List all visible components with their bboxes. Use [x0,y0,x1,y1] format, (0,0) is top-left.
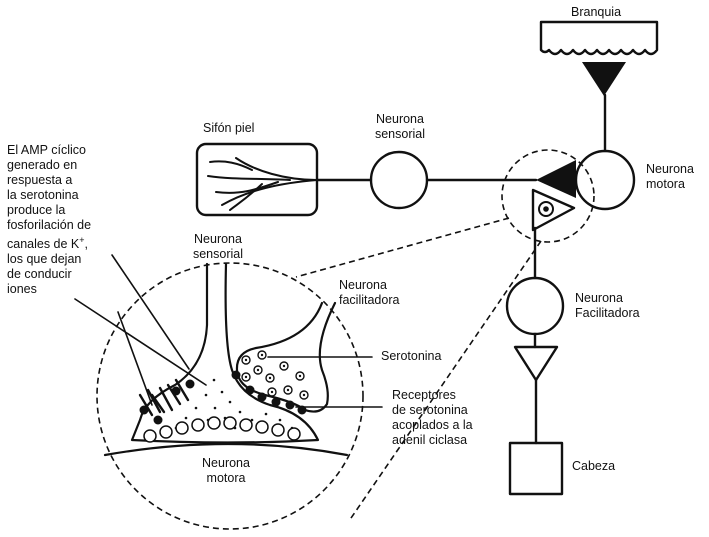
label-neurona-sensorial-line2: sensorial [374,127,426,141]
facilitator-input-terminal [513,345,559,382]
motor-to-gill-terminal [582,62,626,96]
label-inset-motora-line2: motora [206,471,246,485]
label-amp-line1: El AMP cíclico [7,143,86,157]
label-receptores-line3: acoplados a la [392,418,473,432]
label-neurona-sensorial: Neurona sensorial [370,112,430,142]
synapse-zoom-circle [501,149,595,243]
label-sifon-piel: Sifón piel [203,121,255,135]
amp-pointer-2 [117,311,153,406]
label-amp-line5: produce la [7,203,66,217]
label-neurona-motora-line2: motora [646,177,685,191]
label-amp-line9: de conducir [7,267,72,282]
facilitator-terminal [531,188,576,232]
label-inset-sensorial: Neurona sensorial [184,232,252,262]
inset-sensory-terminal [130,262,320,444]
label-inset-facilitadora: Neurona facilitadora [339,278,399,308]
motor-neuron-soma [574,149,636,211]
sensory-terminal [536,160,576,198]
inset-facilitator-terminal [235,301,337,413]
label-amp-line8: los que dejan [7,252,82,267]
label-amp-line10: iones [7,282,37,297]
label-amp-ciclico: El AMP cíclico generado en respuesta a l… [7,143,91,297]
label-neurona-facilitadora: Neurona Facilitadora [575,291,640,321]
inset-motor-membrane [103,442,349,457]
label-inset-facilitadora-line2: facilitadora [339,293,400,307]
head-box [508,441,564,496]
label-receptores-line4: adenil ciclasa [392,433,468,447]
label-amp-comma: , [84,237,89,252]
label-amp-line7-text: canales de K [7,237,80,252]
label-inset-sensorial-line1: Neurona [194,232,242,246]
label-neurona-motora-line1: Neurona [646,162,694,176]
label-amp-line3: respuesta a [7,173,73,187]
label-receptores-line2: de serotonina [392,403,468,417]
label-cabeza: Cabeza [572,459,616,473]
gill-shape [539,20,659,56]
label-inset-sensorial-line2: sensorial [192,247,244,261]
label-serotonina: Serotonina [381,349,442,363]
label-receptores: Receptores de serotonina acoplados a la … [392,388,473,448]
label-amp-line4: la serotonina [7,188,79,202]
label-inset-motora: Neurona motora [195,456,257,486]
siphon-fibers [207,157,318,211]
label-receptores-line1: Receptores [392,388,456,402]
label-neurona-sensorial-line1: Neurona [376,112,424,126]
label-amp-line2: generado en [7,158,78,172]
label-inset-facilitadora-line1: Neurona [339,278,387,292]
label-neurona-motora: Neurona motora [646,162,694,192]
label-inset-motora-line1: Neurona [202,456,250,470]
label-amp-superscript: + [79,235,85,245]
label-amp-line6: fosforilación de [7,218,92,232]
label-neurona-facilitadora-line2: Facilitadora [575,306,640,320]
inset-dashed-circle [96,262,364,530]
label-amp-line7: canales de K+, [7,233,91,252]
sensory-neuron-soma [369,150,429,210]
amp-pointer-1 [111,254,190,370]
facilitator-neuron-soma [505,276,565,336]
amp-pointer-3 [74,298,207,386]
label-neurona-facilitadora-line1: Neurona [575,291,623,305]
label-branquia: Branquia [571,5,622,19]
